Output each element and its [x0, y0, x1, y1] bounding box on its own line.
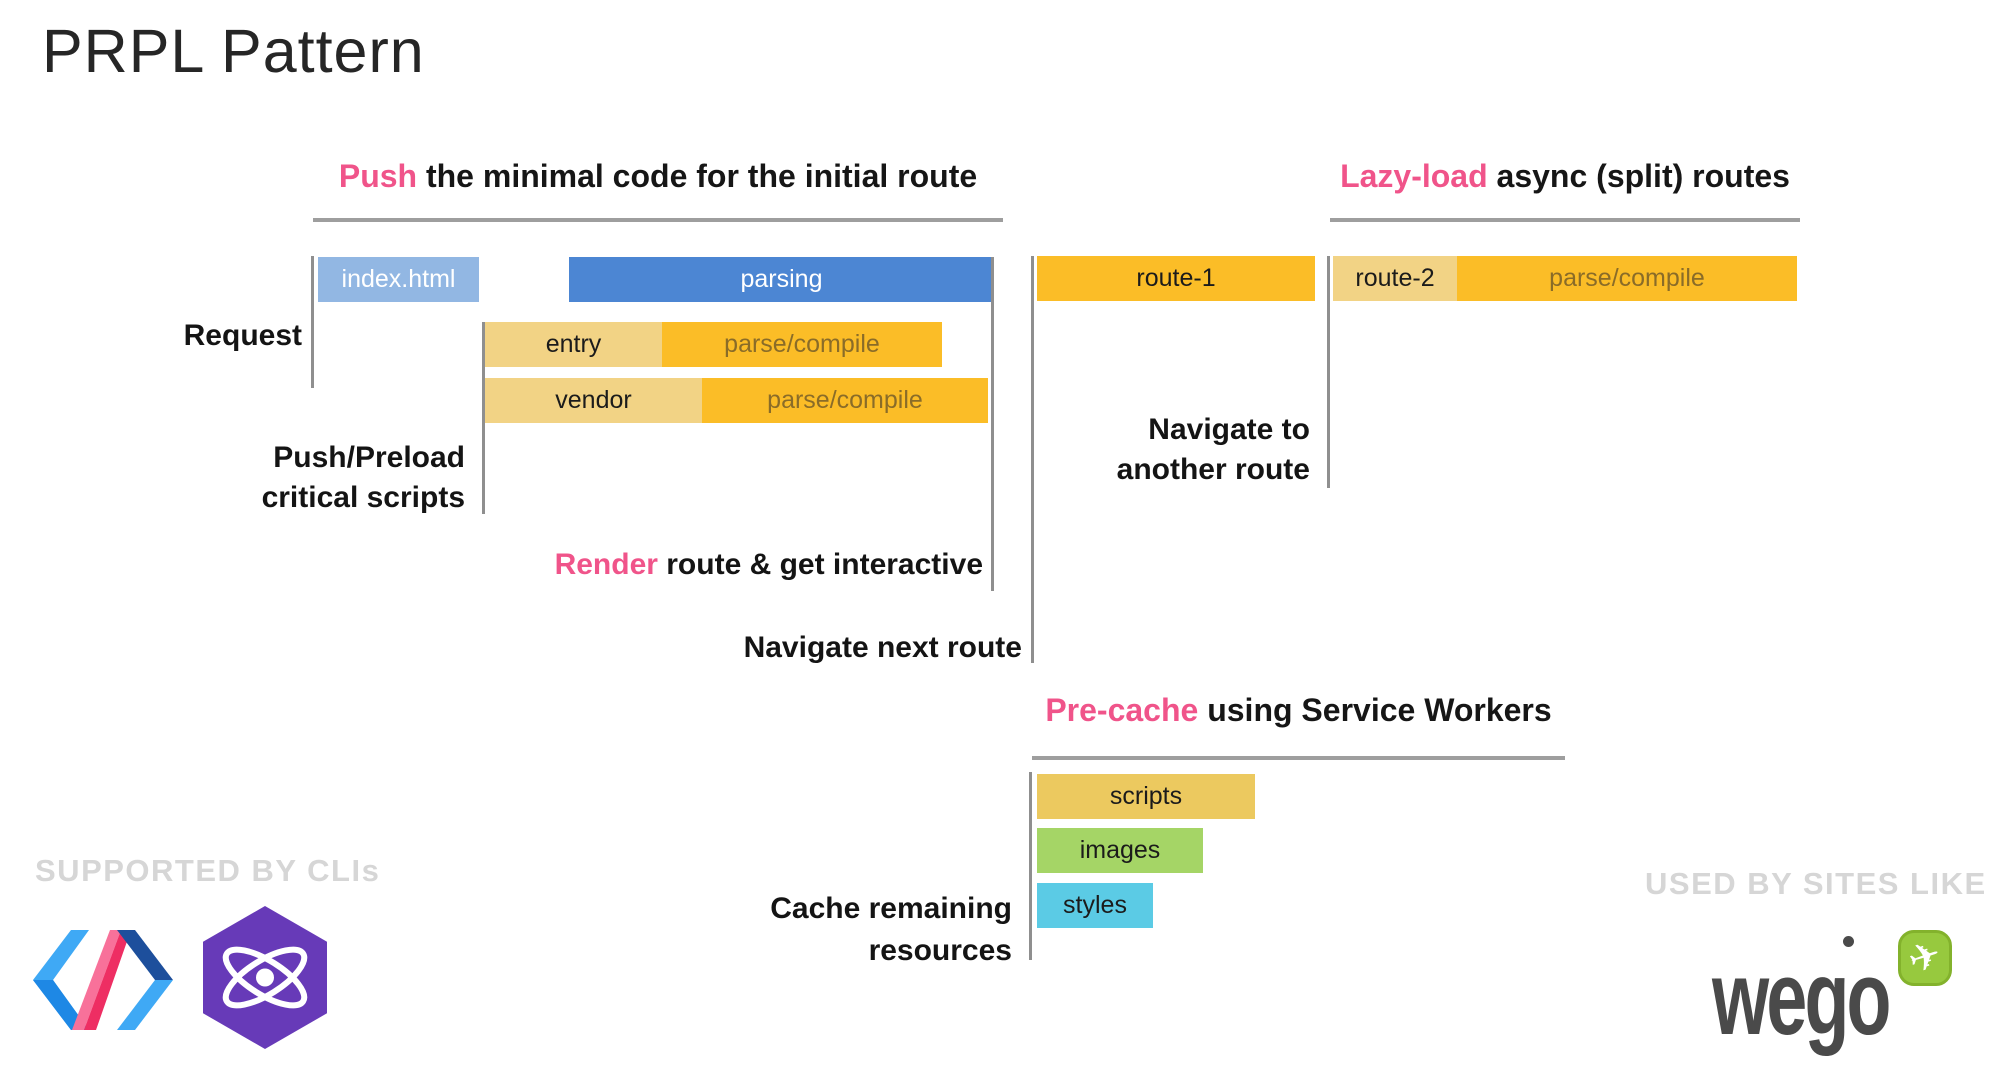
label-render: Render route & get interactive: [490, 545, 983, 585]
bar-route-1: route-1: [1037, 256, 1315, 301]
bar-entry-parse-compile: parse/compile: [662, 322, 942, 367]
timeline-navigate-next-line: [1031, 256, 1034, 663]
bar-route-2-parse-compile: parse/compile: [1457, 256, 1797, 301]
timeline-render-line: [991, 257, 994, 591]
preact-logo-icon: [203, 906, 327, 1049]
timeline-route-2-line: [1327, 256, 1330, 488]
label-render-rest: route & get interactive: [657, 548, 983, 581]
underline-pre-cache: [1032, 756, 1565, 760]
wego-logo-dot: [1843, 936, 1854, 947]
heading-lazy-load-rest: async (split) routes: [1487, 158, 1790, 194]
label-push-preload-line2: critical scripts: [261, 481, 465, 514]
heading-pre-cache-highlight: Pre-cache: [1045, 692, 1199, 728]
wego-logo-badge: ✈: [1898, 930, 1952, 986]
heading-pre-cache-rest: using Service Workers: [1198, 692, 1552, 728]
used-by-caption: USED BY SITES LIKE: [1645, 866, 1987, 901]
bar-route-2: route-2: [1333, 256, 1457, 301]
label-navigate-next: Navigate next route: [743, 631, 1022, 664]
heading-push: Push the minimal code for the initial ro…: [313, 158, 1003, 195]
label-push-preload-line1: Push/Preload: [273, 441, 465, 474]
label-push-preload: Push/Preload critical scripts: [165, 438, 465, 518]
label-cache-remaining: Cache remaining resources: [722, 888, 1012, 972]
bar-images: images: [1037, 828, 1203, 873]
label-navigate-another: Navigate to another route: [1030, 410, 1310, 490]
bar-styles: styles: [1037, 883, 1153, 928]
label-request: Request: [183, 319, 302, 352]
timeline-push-preload-line: [482, 322, 485, 514]
heading-push-rest: the minimal code for the initial route: [417, 158, 978, 194]
polymer-logo-icon: [33, 930, 173, 1030]
label-navigate-another-line1: Navigate to: [1148, 413, 1310, 446]
page-title: PRPL Pattern: [42, 17, 425, 85]
bar-index-html: index.html: [318, 257, 479, 302]
timeline-request-line: [311, 256, 314, 388]
underline-lazy-load: [1330, 218, 1800, 222]
label-navigate-another-line2: another route: [1116, 453, 1310, 486]
label-cache-remaining-line2: resources: [868, 934, 1012, 967]
bar-entry: entry: [485, 322, 662, 367]
underline-push: [313, 218, 1003, 222]
bar-vendor-parse-compile: parse/compile: [702, 378, 988, 423]
timeline-cache-line: [1029, 772, 1032, 960]
heading-lazy-load: Lazy-load async (split) routes: [1330, 158, 1800, 195]
heading-pre-cache: Pre-cache using Service Workers: [1032, 692, 1565, 729]
bar-vendor: vendor: [485, 378, 702, 423]
heading-push-highlight: Push: [338, 158, 418, 194]
label-cache-remaining-line1: Cache remaining: [770, 892, 1012, 925]
bar-scripts: scripts: [1037, 774, 1255, 819]
airplane-icon: ✈: [1903, 933, 1947, 983]
supported-by-caption: SUPPORTED BY CLIs: [35, 853, 381, 888]
heading-lazy-load-highlight: Lazy-load: [1340, 158, 1488, 194]
label-render-highlight: Render: [554, 548, 658, 581]
bar-parsing: parsing: [569, 257, 994, 302]
wego-logo-text: wego: [1712, 940, 1891, 1057]
